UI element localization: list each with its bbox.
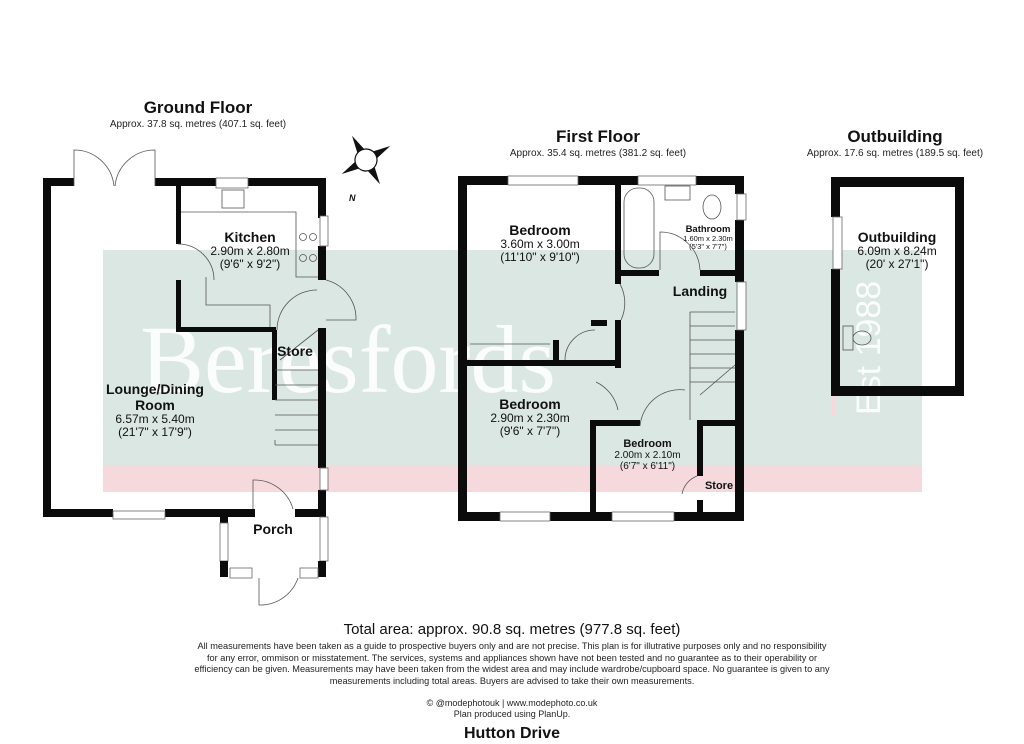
room-store-first: Store [703, 480, 735, 492]
credits: © @modephotouk | www.modephoto.co.uk Pla… [362, 698, 662, 720]
room-name: Store [704, 480, 734, 492]
watermark: Beresfords Est 1988 [103, 250, 922, 492]
room-name: Bedroom [623, 438, 672, 450]
floor-title-ground: Ground Floor [143, 98, 253, 117]
room-imperial: (9'6" x 7'7") [499, 424, 561, 438]
disclaimer: All measurements have been taken as a gu… [194, 641, 830, 686]
room-metric: 3.60m x 3.00m [500, 237, 580, 251]
floor-area-outbuilding: Approx. 17.6 sq. metres (189.5 sq. feet) [806, 148, 984, 159]
room-metric: 2.90m x 2.80m [210, 244, 290, 258]
room-name: Bedroom [499, 396, 561, 412]
room-metric: 6.09m x 8.24m [857, 244, 937, 258]
room-landing: Landing [660, 283, 740, 299]
room-store-ground: Store [270, 343, 320, 359]
first-floor-plan [458, 175, 747, 522]
room-metric: 2.90m x 2.30m [490, 411, 570, 425]
room-imperial: (6'7" x 6'11") [619, 461, 676, 472]
ground-floor-plan [43, 149, 357, 606]
room-bedroom-1: Bedroom 3.60m x 3.00m (11'10" x 9'10") [480, 222, 600, 264]
floor-area-first: Approx. 35.4 sq. metres (381.2 sq. feet) [509, 148, 687, 159]
room-bedroom-3: Bedroom 2.00m x 2.10m (6'7" x 6'11") [595, 438, 700, 472]
room-metric: 1.60m x 2.30m [683, 234, 733, 243]
room-name-line2: Room [135, 397, 175, 413]
room-metric: 2.00m x 2.10m [614, 450, 681, 461]
room-porch: Porch [243, 521, 303, 537]
floor-title-outbuilding: Outbuilding [847, 127, 943, 146]
room-imperial: (9'6" x 9'2") [219, 257, 281, 271]
room-imperial: (5'3" x 7'7") [689, 242, 727, 251]
room-name: Porch [253, 521, 293, 537]
room-name: Outbuilding [857, 229, 937, 245]
room-name: Bathroom [685, 224, 731, 235]
room-name: Kitchen [224, 229, 276, 245]
room-name: Landing [672, 283, 728, 299]
credit-line-1: © @modephotouk | www.modephoto.co.uk [426, 698, 598, 708]
room-bedroom-2: Bedroom 2.90m x 2.30m (9'6" x 7'7") [470, 396, 590, 438]
outbuilding-plan [831, 177, 964, 396]
room-name: Bedroom [509, 222, 571, 238]
room-name: Lounge/Dining [106, 381, 204, 397]
floor-area-ground: Approx. 37.8 sq. metres (407.1 sq. feet) [109, 119, 287, 130]
room-imperial: (11'10" x 9'10") [500, 250, 580, 264]
svg-text:Beresfords: Beresfords [140, 306, 556, 413]
room-imperial: (20' x 27'1") [865, 257, 929, 271]
room-metric: 6.57m x 5.40m [115, 412, 195, 426]
room-lounge-dining: Lounge/Dining Room 6.57m x 5.40m (21'7" … [85, 381, 225, 439]
credit-line-2: Plan produced using PlanUp. [453, 709, 571, 719]
room-name: Store [277, 343, 313, 359]
property-address: Hutton Drive [464, 725, 560, 742]
compass-rose-icon [341, 135, 391, 185]
compass-north-label: N [349, 193, 356, 203]
room-kitchen: Kitchen 2.90m x 2.80m (9'6" x 9'2") [190, 229, 310, 271]
room-outbuilding: Outbuilding 6.09m x 8.24m (20' x 27'1") [842, 229, 952, 271]
floor-title-first: First Floor [555, 127, 641, 146]
room-imperial: (21'7" x 17'9") [118, 425, 192, 439]
room-bathroom: Bathroom 1.60m x 2.30m (5'3" x 7'7") [678, 225, 738, 251]
total-area: Total area: approx. 90.8 sq. metres (977… [343, 621, 681, 638]
